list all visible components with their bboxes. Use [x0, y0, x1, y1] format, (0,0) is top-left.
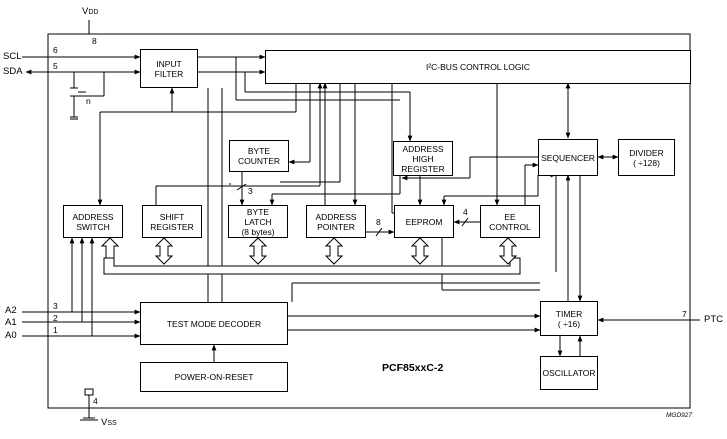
input-filter-label-1: INPUT — [156, 58, 182, 69]
address-switch-label-1: ADDRESS — [72, 211, 114, 222]
bus-width-4-label: 4 — [463, 207, 468, 217]
bus-width-3-label: 3 — [248, 186, 253, 196]
divider-block: DIVIDER ( ÷128) — [618, 139, 675, 176]
a1-pin-number: 2 — [53, 313, 58, 323]
shift-register-label-2: REGISTER — [150, 221, 194, 232]
vdd-pin-number: 8 — [92, 36, 97, 46]
sda-pin-number: 5 — [53, 61, 58, 71]
address-pointer-block: ADDRESS POINTER — [306, 205, 366, 238]
eeprom-block: EEPROM — [394, 205, 454, 238]
vss-pin-number: 4 — [93, 396, 98, 406]
test-mode-decoder-block: TEST MODE DECODER — [140, 302, 288, 345]
sequencer-block: SEQUENCER — [538, 139, 598, 176]
i2c-control-logic-label: I²C-BUS CONTROL LOGIC — [425, 62, 531, 72]
divider-label-2: ( ÷128) — [633, 157, 660, 168]
transistor-n-label: n — [86, 96, 91, 106]
ptc-pin-number: 7 — [682, 309, 687, 319]
vss-label: VSS — [101, 417, 117, 428]
address-high-register-block: ADDRESS HIGH REGISTER — [393, 141, 453, 176]
timer-block: TIMER ( ÷16) — [540, 301, 598, 336]
scl-pin-number: 6 — [53, 45, 58, 55]
sequencer-label: SEQUENCER — [541, 152, 595, 163]
timer-label-1: TIMER — [555, 308, 583, 319]
sda-pin-label: SDA — [3, 66, 23, 77]
address-high-register-label-3: REGISTER — [401, 163, 445, 174]
power-on-reset-block: POWER-ON-RESET — [140, 362, 288, 392]
scl-pin-label: SCL — [3, 51, 22, 62]
oscillator-block: OSCILLATOR — [540, 356, 598, 390]
byte-latch-block: BYTE LATCH (8 bytes) — [228, 205, 288, 238]
a2-pin-number: 3 — [53, 301, 58, 311]
byte-latch-label-1: BYTE — [246, 206, 270, 217]
address-pointer-label-2: POINTER — [317, 221, 355, 232]
shift-register-block: SHIFT REGISTER — [142, 205, 202, 238]
bus-width-8-label: 8 — [376, 217, 381, 227]
address-switch-block: ADDRESS SWITCH — [63, 205, 123, 238]
byte-counter-label-2: COUNTER — [237, 156, 281, 166]
test-mode-decoder-label: TEST MODE DECODER — [166, 318, 262, 329]
ptc-pin-label: PTC — [704, 314, 723, 325]
ee-control-label-1: EE — [504, 211, 516, 222]
ee-control-label-2: CONTROL — [489, 221, 531, 232]
byte-counter-block: BYTE COUNTER — [229, 140, 289, 172]
power-on-reset-label: POWER-ON-RESET — [174, 372, 254, 382]
a2-pin-label: A2 — [5, 305, 17, 316]
timer-label-2: ( ÷16) — [557, 318, 581, 329]
i2c-control-logic-block: I²C-BUS CONTROL LOGIC — [265, 50, 691, 84]
address-pointer-label-1: ADDRESS — [315, 211, 357, 222]
oscillator-label: OSCILLATOR — [542, 368, 596, 378]
chip-name-label: PCF85xxC-2 — [382, 362, 444, 374]
byte-latch-label-2: LATCH — [244, 216, 272, 227]
shift-register-label-1: SHIFT — [159, 211, 185, 222]
address-switch-label-2: SWITCH — [76, 221, 110, 232]
input-filter-label-2: FILTER — [154, 68, 184, 79]
eeprom-label: EEPROM — [405, 216, 443, 227]
address-high-register-label-1: ADDRESS — [402, 143, 444, 154]
chip-outline — [47, 33, 691, 409]
a0-pin-label: A0 — [5, 330, 17, 341]
byte-counter-label-1: BYTE — [247, 146, 271, 156]
input-filter-block: INPUT FILTER — [140, 49, 198, 88]
vdd-label: VDD — [82, 6, 99, 17]
a1-pin-label: A1 — [5, 317, 17, 328]
figure-reference: MGD927 — [666, 412, 693, 419]
ee-control-block: EE CONTROL — [480, 205, 540, 238]
divider-label-1: DIVIDER — [629, 147, 664, 158]
byte-latch-label-3: (8 bytes) — [241, 226, 275, 237]
a0-pin-number: 1 — [53, 325, 58, 335]
address-high-register-label-2: HIGH — [412, 153, 434, 164]
